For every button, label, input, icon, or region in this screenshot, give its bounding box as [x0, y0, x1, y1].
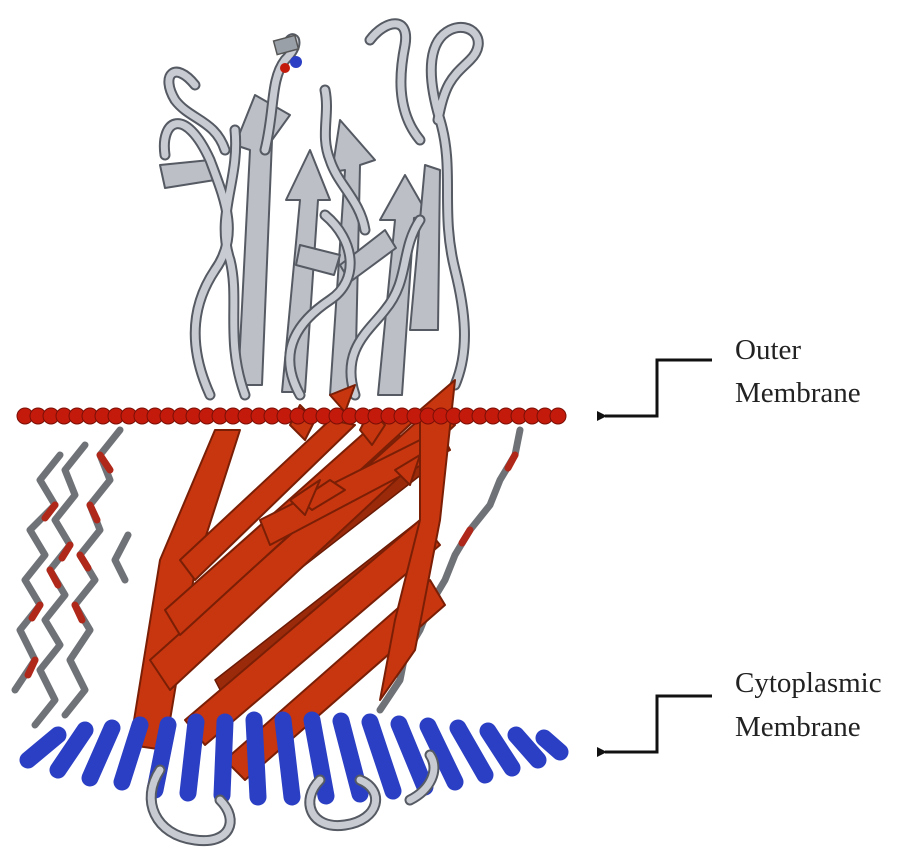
- outer-membrane-callout: [605, 360, 712, 416]
- cytoplasmic-membrane-label-line2: Membrane: [735, 711, 861, 743]
- cytoplasmic-membrane-label-line1: Cytoplasmic: [735, 667, 882, 699]
- outer-membrane-label-line1: Outer: [735, 334, 801, 366]
- cytoplasmic-membrane-callout: [605, 696, 712, 752]
- membrane-bead: [550, 408, 566, 424]
- outer-membrane-label-line2: Membrane: [735, 377, 861, 409]
